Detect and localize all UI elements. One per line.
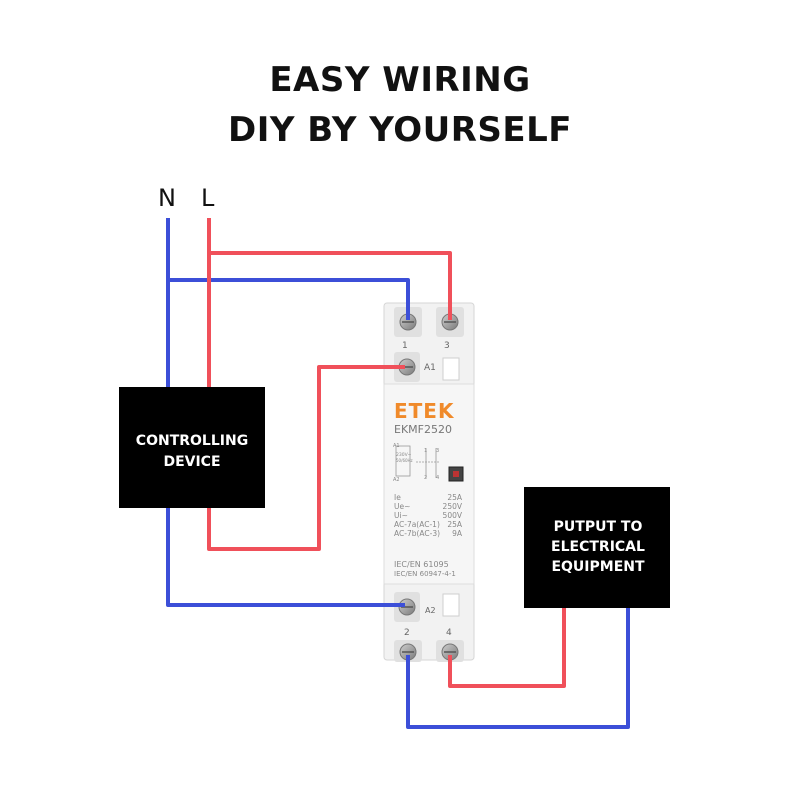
controlling-box-line-1: CONTROLLING — [136, 433, 248, 449]
terminal-number-1: 1 — [402, 341, 408, 351]
terminal-number-4: 4 — [446, 628, 452, 638]
output-box-line-2: ELECTRICAL — [551, 539, 645, 555]
indicator-window-top — [442, 357, 460, 381]
live-wire-output — [448, 608, 566, 688]
spec-value: 500V — [443, 511, 463, 520]
model-number: EKMF2520 — [394, 423, 452, 436]
controlling-device-box: CONTROLLING DEVICE — [119, 387, 265, 508]
svg-text:50/60Hz: 50/60Hz — [396, 458, 413, 463]
svg-text:3: 3 — [436, 448, 439, 454]
brand-logo: ETEK — [394, 399, 455, 423]
spec-key: AC-7b(AC-3) — [394, 529, 440, 538]
live-wire-to-terminal-3 — [209, 251, 452, 320]
live-label: L — [201, 184, 215, 212]
indicator-window-bottom — [442, 593, 460, 617]
controlling-box-line-2: DEVICE — [163, 454, 220, 470]
spec-value: 9A — [452, 529, 463, 538]
coil-label-a1: A1 — [424, 363, 436, 373]
spec-value: 25A — [447, 520, 463, 529]
output-box-line-1: PUTPUT TO — [554, 519, 643, 535]
neutral-wires — [166, 218, 630, 729]
neutral-wire-to-terminal-1 — [168, 278, 410, 320]
terminal-number-2: 2 — [404, 628, 410, 638]
device-schematic: A1 230V~ 50/60Hz A2 1 3 2 4 — [393, 443, 440, 483]
svg-text:A2: A2 — [393, 477, 400, 483]
manual-switch-indicator — [453, 471, 459, 477]
svg-text:1: 1 — [424, 448, 427, 454]
standard-2: IEC/EN 60947-4-1 — [394, 570, 456, 578]
live-wires — [207, 218, 566, 688]
svg-text:2: 2 — [424, 475, 427, 481]
neutral-wire-to-a2 — [166, 508, 405, 607]
spec-key: Ui~ — [394, 511, 408, 520]
neutral-wire-output — [406, 608, 630, 729]
coil-label-a2: A2 — [425, 606, 436, 615]
title-line-2: DIY BY YOURSELF — [227, 110, 573, 150]
output-equipment-box: PUTPUT TO ELECTRICAL EQUIPMENT — [524, 487, 670, 608]
neutral-label: N — [158, 184, 176, 212]
standard-1: IEC/EN 61095 — [394, 560, 449, 569]
title-line-1: EASY WIRING — [269, 60, 531, 100]
spec-value: 250V — [443, 502, 463, 511]
svg-text:230V~: 230V~ — [396, 452, 412, 458]
output-box-line-3: EQUIPMENT — [551, 559, 645, 575]
spec-key: AC-7a(AC-1) — [394, 520, 440, 529]
terminal-number-3: 3 — [444, 341, 450, 351]
spec-key: Ue~ — [394, 502, 410, 511]
svg-text:4: 4 — [436, 475, 439, 481]
spec-value: 25A — [447, 493, 463, 502]
svg-text:A1: A1 — [393, 443, 400, 449]
spec-key: Ie — [394, 493, 401, 502]
live-wire-to-a1 — [207, 365, 405, 551]
contactor-device: 1 3 A1 A2 2 4 ETEK EKMF2520 A1 230V~ 50/… — [383, 302, 475, 662]
